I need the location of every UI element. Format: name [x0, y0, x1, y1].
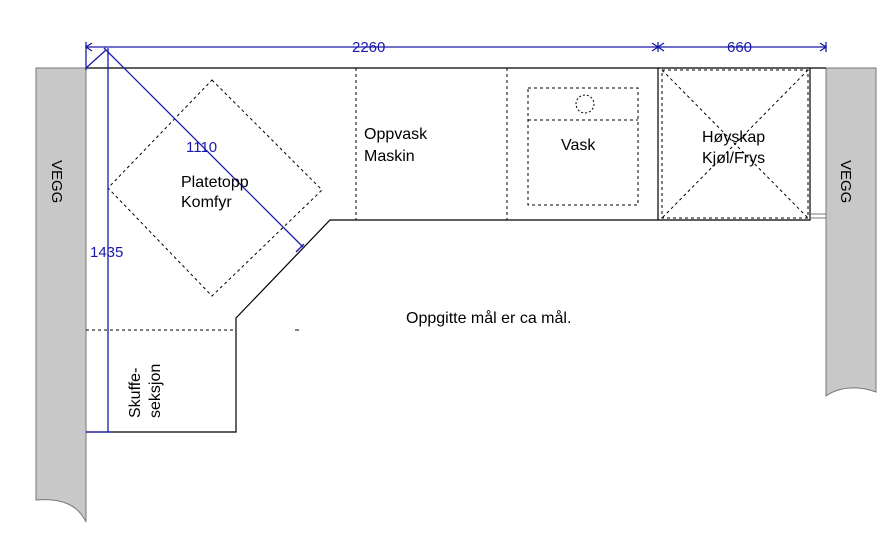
tall-cabinet-outline — [661, 69, 809, 219]
left-wall: VEGG — [35, 67, 87, 523]
tall-cabinet-label-2: Kjøl/Frys — [702, 150, 765, 167]
tall-cabinet-cross-2 — [661, 69, 809, 219]
dimension-lines — [84, 42, 828, 433]
drawers-label-2: seksjon — [147, 364, 164, 418]
cooktop-label-1: Platetopp — [181, 174, 249, 191]
drawers-label-1: Skuffe- — [127, 368, 144, 418]
corner-diagonal — [85, 49, 107, 69]
dim-label-1110: 1110 — [186, 139, 217, 156]
measurement-note: Oppgitte mål er ca mål. — [406, 309, 571, 327]
dim-label-1435: 1435 — [90, 244, 123, 261]
counter-outline — [86, 67, 826, 433]
dim-label-2260: 2260 — [352, 39, 385, 56]
dishwasher-label-2: Maskin — [364, 148, 415, 165]
cooktop-label-2: Komfyr — [181, 194, 232, 211]
tall-cabinet-label-1: Høyskap — [702, 129, 765, 146]
right-wall-label: VEGG — [837, 160, 854, 203]
right-wall: VEGG — [825, 67, 877, 397]
cooktop-outline — [107, 79, 323, 297]
sink-drain-icon — [575, 94, 595, 114]
sink-label: Vask — [561, 137, 596, 154]
left-wall-label: VEGG — [48, 160, 65, 203]
dim-label-660: 660 — [727, 39, 752, 56]
dishwasher-label-1: Oppvask — [364, 126, 428, 143]
sink-outline — [527, 87, 639, 206]
